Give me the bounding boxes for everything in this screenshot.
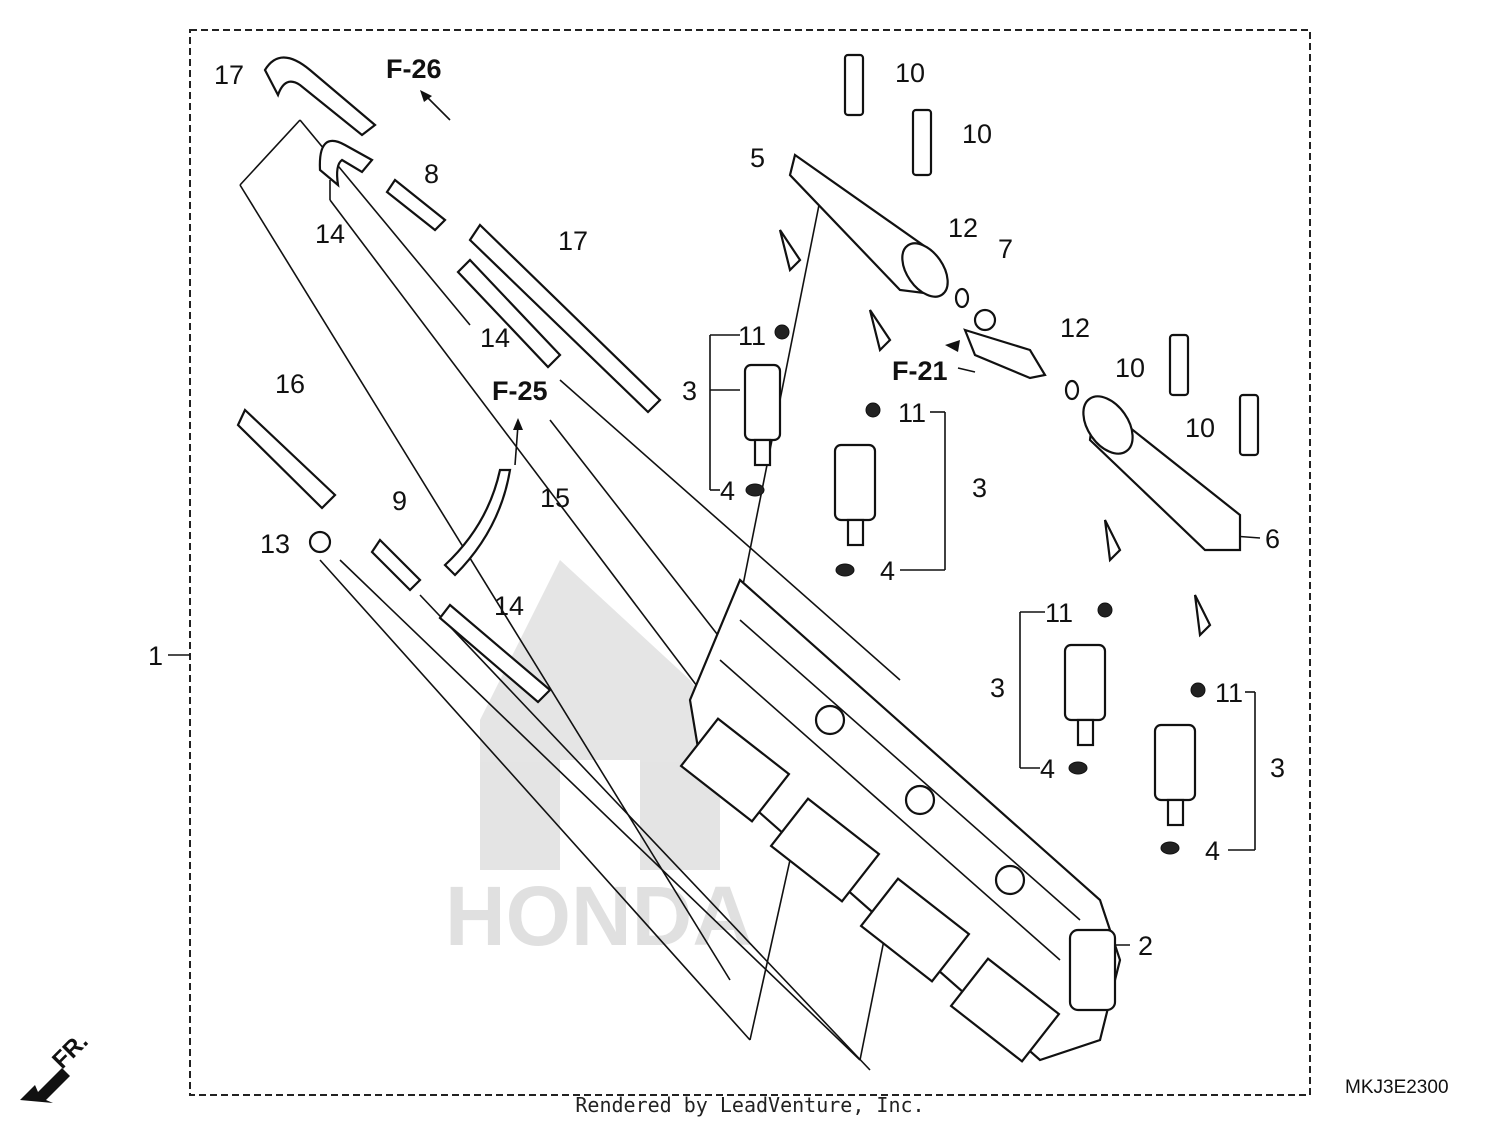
- injector-c: [1063, 602, 1113, 775]
- callout-14: 14: [315, 219, 345, 249]
- callout-5: 5: [750, 143, 765, 173]
- callout-4: 4: [880, 556, 895, 586]
- callout-8: 8: [424, 159, 439, 189]
- injector-d: [1153, 682, 1206, 855]
- fuel-rail-left: [778, 153, 949, 353]
- callout-10: 10: [1115, 353, 1145, 383]
- reference-f26: F-26: [386, 54, 442, 84]
- callout-4: 4: [720, 476, 735, 506]
- reference-labels: F-26 F-25 F-21: [386, 54, 948, 406]
- callout-7: 7: [998, 234, 1013, 264]
- callout-10: 10: [895, 58, 925, 88]
- front-direction-indicator: FR.: [20, 1028, 94, 1103]
- callout-1: 1: [148, 641, 163, 671]
- front-label: FR.: [47, 1028, 93, 1074]
- callout-12: 12: [948, 213, 978, 243]
- bolts: [843, 53, 1260, 457]
- callout-17: 17: [214, 60, 244, 90]
- callout-13: 13: [260, 529, 290, 559]
- callout-11: 11: [1045, 598, 1073, 628]
- callout-10: 10: [1185, 413, 1215, 443]
- callout-11: 11: [898, 398, 926, 428]
- injector-b: [833, 402, 881, 577]
- callout-14: 14: [494, 591, 524, 621]
- injector-a: [743, 324, 790, 497]
- callout-17: 17: [558, 226, 588, 256]
- injectors: [743, 324, 1206, 855]
- callout-10: 10: [962, 119, 992, 149]
- reference-arrows: [420, 90, 976, 466]
- callout-3: 3: [990, 673, 1005, 703]
- callout-2: 2: [1138, 931, 1153, 961]
- callout-3: 3: [972, 473, 987, 503]
- diagram-code: MKJ3E2300: [1345, 1077, 1449, 1098]
- front-arrow-icon: [20, 1068, 70, 1103]
- render-credit: Rendered by LeadVenture, Inc.: [575, 1093, 925, 1117]
- callout-12: 12: [1060, 313, 1090, 343]
- callout-14: 14: [480, 323, 510, 353]
- honda-watermark: HONDA: [445, 560, 753, 963]
- callout-4: 4: [1205, 836, 1220, 866]
- callout-3: 3: [1270, 753, 1285, 783]
- callout-4: 4: [1040, 754, 1055, 784]
- callout-3: 3: [682, 376, 697, 406]
- fuel-rail-right: [1082, 395, 1242, 638]
- callout-16: 16: [275, 369, 305, 399]
- reference-f21: F-21: [892, 356, 948, 386]
- callout-11: 11: [1215, 678, 1243, 708]
- callout-15: 15: [540, 483, 570, 513]
- callout-11: 11: [738, 321, 766, 351]
- callout-9: 9: [392, 486, 407, 516]
- throttle-body-assembly: [679, 578, 1122, 1063]
- watermark-text: HONDA: [445, 869, 753, 963]
- callout-numbers: 1 2 3 3 3 3 4 4 4 4 5 6 7 8 9 10 10 10 1…: [148, 58, 1285, 961]
- hoses: [236, 56, 662, 704]
- reference-f25: F-25: [492, 376, 548, 406]
- callout-6: 6: [1265, 524, 1280, 554]
- fuel-joint: [954, 287, 1080, 401]
- diagram-border: [189, 29, 1311, 1096]
